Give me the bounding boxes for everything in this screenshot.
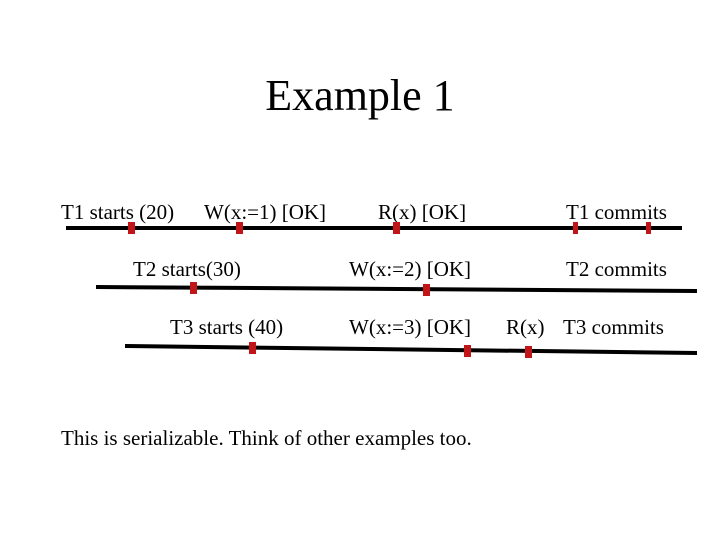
slide-title: Example 1	[265, 71, 455, 120]
t3-read-label: R(x)	[506, 315, 545, 339]
t2-write-marker	[423, 284, 430, 296]
t1-start-marker	[128, 222, 135, 234]
t3-write-marker	[464, 345, 471, 357]
t1-commit-marker	[573, 222, 578, 234]
t3-start-label: T3 starts (40)	[170, 315, 284, 339]
t1-commit-label: T1 commits	[566, 200, 667, 224]
t2-timeline	[95, 285, 698, 293]
t3-write-label: W(x:=3) [OK]	[349, 315, 472, 339]
t2-write-label: W(x:=2) [OK]	[349, 257, 472, 281]
t1-write-marker	[236, 222, 243, 234]
t3-timeline	[124, 344, 698, 355]
t3-start-marker	[249, 342, 256, 354]
t2-start-label: T2 starts(30)	[133, 257, 241, 281]
t2-start-marker	[190, 282, 197, 294]
t3-commit-label: T3 commits	[563, 315, 664, 339]
t1-read-marker	[393, 222, 400, 234]
caption-text: This is serializable. Think of other exa…	[61, 426, 472, 450]
t3-read-marker	[525, 346, 532, 358]
t1-write-label: W(x:=1) [OK]	[204, 200, 327, 224]
t1-end-marker	[646, 222, 651, 234]
t2-commit-label: T2 commits	[566, 257, 667, 281]
t1-start-label: T1 starts (20)	[61, 200, 175, 224]
t1-read-label: R(x) [OK]	[378, 200, 467, 224]
